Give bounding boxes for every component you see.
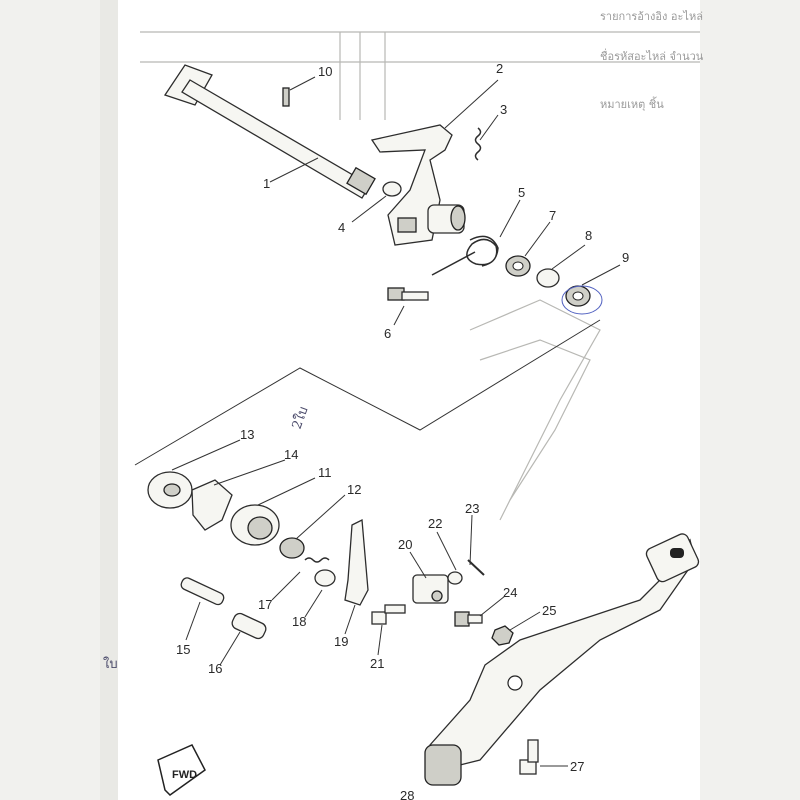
part-14-lever-plate [191,479,233,531]
part-4-washer [382,181,402,197]
callout-16: 16 [208,661,222,676]
arm-collar [427,204,466,234]
paper-shadow [100,0,118,800]
callout-15: 15 [176,642,190,657]
header-table: รายการอ้างอิง อะไหล่ ชื่อรหัสอะไหล่ จำนว… [140,10,704,120]
callout-19: 19 [334,634,348,649]
callout-5: 5 [518,185,525,200]
callout-23: 23 [465,501,479,516]
part-23-cotter-pin [467,559,485,576]
part-20-joint [412,574,449,604]
callout-17: 17 [258,597,272,612]
callout-20: 20 [398,537,412,552]
part-7-bushing [505,255,531,277]
paper-sheet [100,0,700,800]
part-22-washer [447,571,463,585]
callout-21: 21 [370,656,384,671]
handwritten-note-a: 2ใบ [289,404,312,431]
part-5-torsion-spring [431,235,499,276]
callout-25: 25 [542,603,556,618]
part-15-pin [180,577,225,606]
callout-labels: 1 2 3 4 5 6 7 8 9 10 11 12 13 14 15 16 1… [176,61,629,800]
callout-18: 18 [292,614,306,629]
part-8-washer [536,268,560,288]
part-13-stopper [147,471,193,509]
part-10-pin [282,87,290,107]
part-1-shift-shaft [163,64,376,199]
callout-14: 14 [284,447,298,462]
ghost-pedal-outline [469,299,601,521]
part-17-spring [304,557,330,563]
callout-9: 9 [622,250,629,265]
header-line-3: หมายเหตุ ชิ้น [600,96,664,111]
callout-8: 8 [585,228,592,243]
callout-2: 2 [496,61,503,76]
callout-1: 1 [263,176,270,191]
fwd-label: FWD [172,769,197,781]
callout-24: 24 [503,585,517,600]
callout-7: 7 [549,208,556,223]
part-19-plate-lever [344,518,369,606]
callout-10: 10 [318,64,332,79]
handwritten-note-b: ใบ [103,656,118,672]
callout-6: 6 [384,326,391,341]
callout-13: 13 [240,427,254,442]
part-18-washer [314,569,336,587]
callout-12: 12 [347,482,361,497]
callout-11: 11 [318,465,332,480]
callout-3: 3 [500,102,507,117]
leader-lines [171,76,621,767]
part-25-nut [491,625,514,646]
assembly-boundary [134,319,601,466]
callout-28: 28 [400,788,414,800]
callout-4: 4 [338,220,345,235]
part-9-circlip [561,285,603,315]
part-24-bolt [454,611,483,627]
callout-27: 27 [570,759,584,774]
part-3-spring [474,127,482,161]
part-21-bolt [371,604,406,625]
header-line-1: รายการอ้างอิง อะไหล่ [600,10,703,23]
part-27-bolt [519,739,539,775]
part-16-sleeve [231,612,267,640]
part-6-bolt [387,287,429,301]
part-28-rubber [424,744,462,786]
part-12-bearing [279,537,305,559]
handwritten-notes: 2ใบ ใบ [103,404,312,672]
header-line-2: ชื่อรหัสอะไหล่ จำนวน [600,48,704,63]
fwd-arrow-icon: FWD [157,744,206,796]
callout-22: 22 [428,516,442,531]
part-11-segment [230,504,280,546]
shift-pedal [429,533,700,771]
